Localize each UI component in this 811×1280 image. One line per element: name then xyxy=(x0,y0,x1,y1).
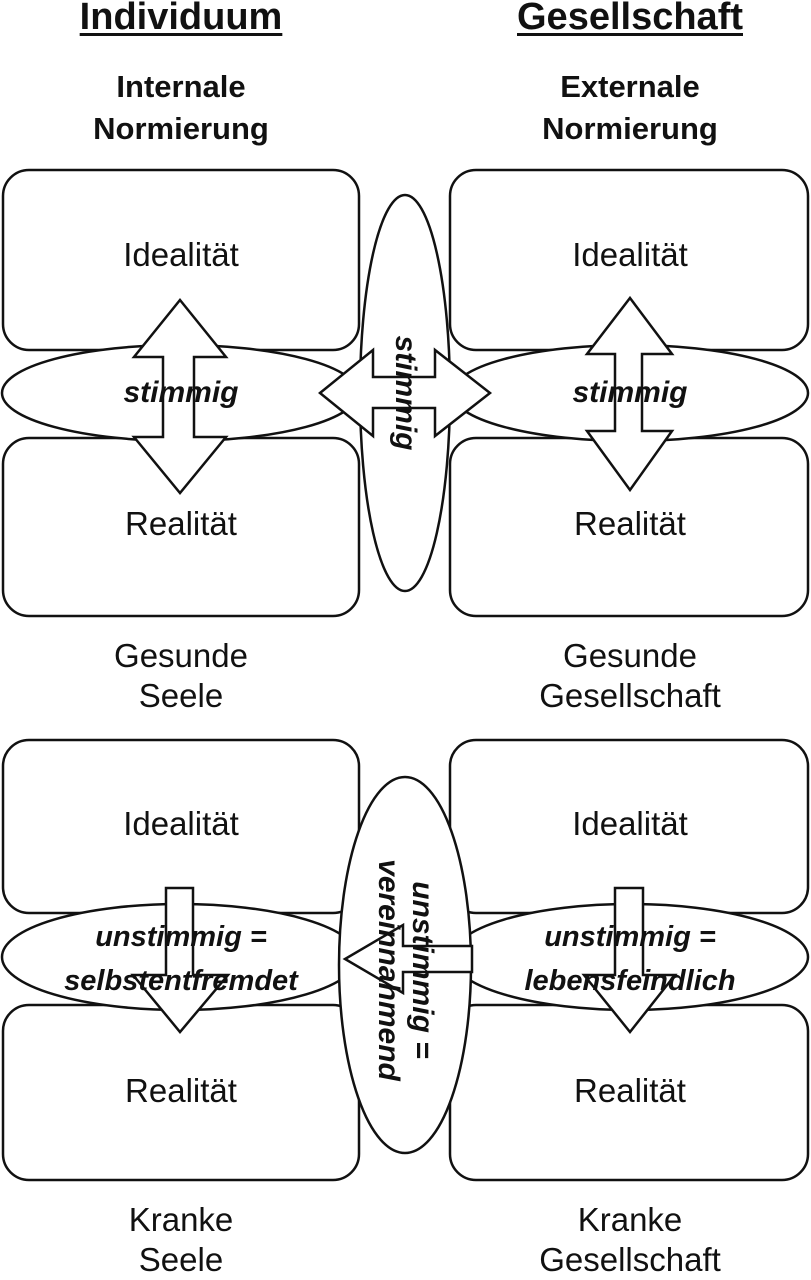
internale-normierung-label: Internale Normierung xyxy=(0,66,362,150)
gesellschaft-title: Gesellschaft xyxy=(517,0,743,38)
bottom-right-unstimmig-line-2: lebensfeindlich xyxy=(524,965,736,997)
internale-line-2: Normierung xyxy=(93,111,269,146)
top-right-double-arrow xyxy=(584,295,675,493)
top-center-double-arrow xyxy=(318,347,493,439)
gesunde-gesellschaft-caption: Gesunde Gesellschaft xyxy=(450,636,810,716)
bottom-right-real-label: Realität xyxy=(574,1072,686,1109)
top-left-stimmig-label: stimmig xyxy=(123,376,239,409)
bottom-left-down-arrow xyxy=(130,886,231,1034)
bottom-left-unstimmig-line-1: unstimmig = xyxy=(95,921,267,953)
gesunde-seele-line-1: Gesunde xyxy=(114,637,248,674)
gesunde-seele-caption: Gesunde Seele xyxy=(0,636,362,716)
gesunde-gesellschaft-line-1: Gesunde xyxy=(563,637,697,674)
bottom-left-unstimmig-line-2: selbstentfremdet xyxy=(64,965,298,997)
kranke-seele-line-2: Seele xyxy=(138,1241,224,1278)
bottom-right-down-arrow xyxy=(581,886,678,1035)
internale-line-1: Internale xyxy=(116,69,246,104)
kranke-seele-caption: Kranke Seele xyxy=(0,1200,362,1280)
top-left-ideal-label: Idealität xyxy=(123,236,239,273)
top-right-ideal-label: Idealität xyxy=(572,236,688,273)
externale-normierung-label: Externale Normierung xyxy=(450,66,810,150)
gesunde-seele-line-2: Seele xyxy=(138,677,224,714)
bottom-center-unstimmig-line-1: unstimmig = xyxy=(406,881,439,1059)
top-right-real-label: Realität xyxy=(574,505,686,542)
individuum-title: Individuum xyxy=(79,0,283,38)
kranke-seele-line-1: Kranke xyxy=(128,1201,234,1238)
top-left-double-arrow xyxy=(131,298,229,495)
kranke-gesellschaft-line-2: Gesellschaft xyxy=(539,1241,721,1278)
top-left-real-label: Realität xyxy=(125,505,237,542)
bottom-left-ideal-label: Idealität xyxy=(123,805,239,842)
gesunde-gesellschaft-line-2: Gesellschaft xyxy=(539,677,721,714)
bottom-right-unstimmig-label: unstimmig = lebensfeindlich xyxy=(450,915,810,1003)
bottom-center-unstimmig-label: unstimmig = vereinnahmend xyxy=(371,859,439,1081)
bottom-right-ideal-label: Idealität xyxy=(572,805,688,842)
bottom-left-real-label: Realität xyxy=(125,1072,237,1109)
externale-line-1: Externale xyxy=(560,69,700,104)
bottom-left-unstimmig-label: unstimmig = selbstentfremdet xyxy=(0,915,362,1003)
kranke-gesellschaft-line-1: Kranke xyxy=(577,1201,683,1238)
top-right-stimmig-label: stimmig xyxy=(572,376,688,409)
top-center-stimmig-label: stimmig xyxy=(389,335,422,451)
bottom-center-left-arrow xyxy=(342,922,474,996)
bottom-center-unstimmig-line-2: vereinnahmend xyxy=(372,859,405,1081)
kranke-gesellschaft-caption: Kranke Gesellschaft xyxy=(450,1200,810,1280)
bottom-right-unstimmig-line-1: unstimmig = xyxy=(544,921,716,953)
externale-line-2: Normierung xyxy=(542,111,718,146)
